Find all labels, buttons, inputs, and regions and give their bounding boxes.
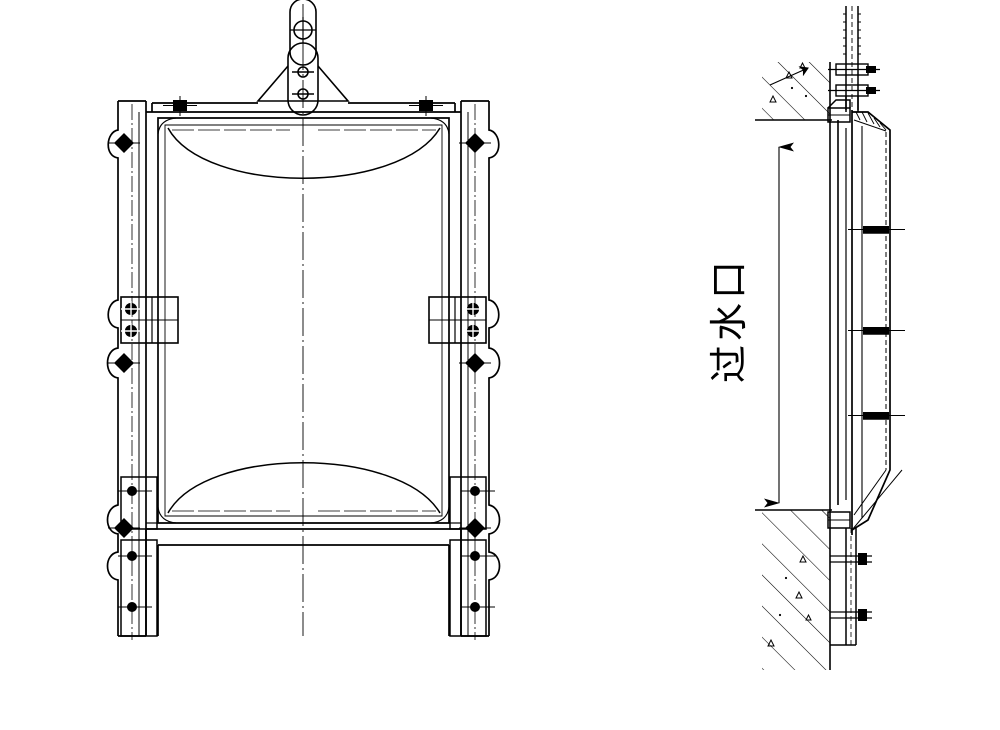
leaf-inner-offset: [164, 124, 443, 517]
leaf-horizontal-ribs: [848, 226, 905, 420]
stem-nut-upper: [828, 63, 880, 76]
leaf-bottom-chamfer-hatch: [853, 469, 887, 516]
leaf-corner-fillet-br: [430, 506, 450, 524]
anchor-lug-right-mid: [459, 353, 491, 373]
stem-nut-lower: [828, 84, 880, 97]
embedded-frame-plates: [829, 120, 847, 510]
concrete-wall-upper-hatch: [762, 62, 830, 120]
bottom-anchor-bolt-lower: [830, 609, 872, 621]
top-rail-bolt-right: [409, 96, 443, 116]
concrete-wall-upper: [755, 61, 832, 121]
leaf-outer-profile: [851, 111, 891, 531]
horizontal-rib-2: [848, 327, 905, 335]
front-elevation-view: [106, 0, 501, 640]
lifting-stem-assembly: [828, 6, 880, 112]
anchor-lug-left-upper: [108, 133, 140, 153]
leaf-corner-fillet-tr: [430, 117, 450, 135]
leaf-top-chamfer-hatch: [853, 111, 887, 132]
bottom-anchor-bolt-upper: [830, 553, 872, 565]
lower-bolt-right-2: [461, 551, 495, 561]
horizontal-rib-1: [848, 226, 905, 234]
leaf-bottom-curved-rib: [167, 462, 441, 514]
water-passage-opening-text: 过水口: [707, 257, 751, 383]
concrete-wall-lower: [755, 509, 832, 670]
wedge-bolt-left-lower: [121, 323, 141, 339]
wedge-block-left: [120, 296, 179, 344]
top-seal-block: [827, 99, 851, 123]
side-section-view: [755, 6, 905, 670]
concrete-aggregate-symbols-lower: [767, 554, 812, 647]
lifting-lug: [256, 0, 350, 116]
anchor-lug-left-mid: [108, 353, 140, 373]
lower-bolt-left-3: [118, 602, 152, 612]
frame-top-rail: [146, 96, 461, 116]
bottom-anchor-bolts: [830, 528, 872, 646]
lower-bolt-left-1: [118, 486, 152, 496]
lower-bolt-left-2: [118, 551, 152, 561]
anchor-lug-left-lower: [108, 518, 140, 538]
lower-bolt-right-1: [461, 486, 495, 496]
leaf-top-curved-rib: [167, 127, 441, 179]
lower-anchor-bolts: [118, 486, 495, 612]
stem-thread-marks: [843, 13, 861, 55]
wedge-block-right: [428, 296, 487, 344]
wedge-bolt-left-upper: [121, 301, 141, 317]
lug-lower-plate: [287, 42, 319, 116]
concrete-wall-lower-hatch: [762, 510, 830, 670]
wall-leader-arrow: [769, 66, 809, 86]
bottom-seal-block: [827, 511, 851, 529]
left-stile-outline: [106, 101, 119, 636]
leaf-bottom-edge-projection: [851, 469, 903, 531]
wedge-bolt-right-upper: [463, 301, 483, 317]
lower-stile-plates: [120, 476, 487, 637]
top-rail-bolt-left: [163, 96, 197, 116]
leaf-corner-fillet-tl: [157, 117, 177, 135]
water-passage-opening-label: 过水口: [707, 257, 751, 383]
horizontal-rib-3: [848, 412, 905, 420]
anchor-lugs: [108, 133, 491, 538]
gate-leaf-section: [851, 110, 891, 535]
wedge-bolt-right-lower: [463, 323, 483, 339]
right-stile-outline: [488, 101, 501, 636]
lug-gusset: [256, 65, 350, 102]
frame-bottom-assembly: [145, 522, 462, 636]
lower-bolt-right-3: [461, 602, 495, 612]
leaf-corner-fillet-bl: [157, 506, 177, 524]
anchor-lug-right-upper: [459, 133, 491, 153]
